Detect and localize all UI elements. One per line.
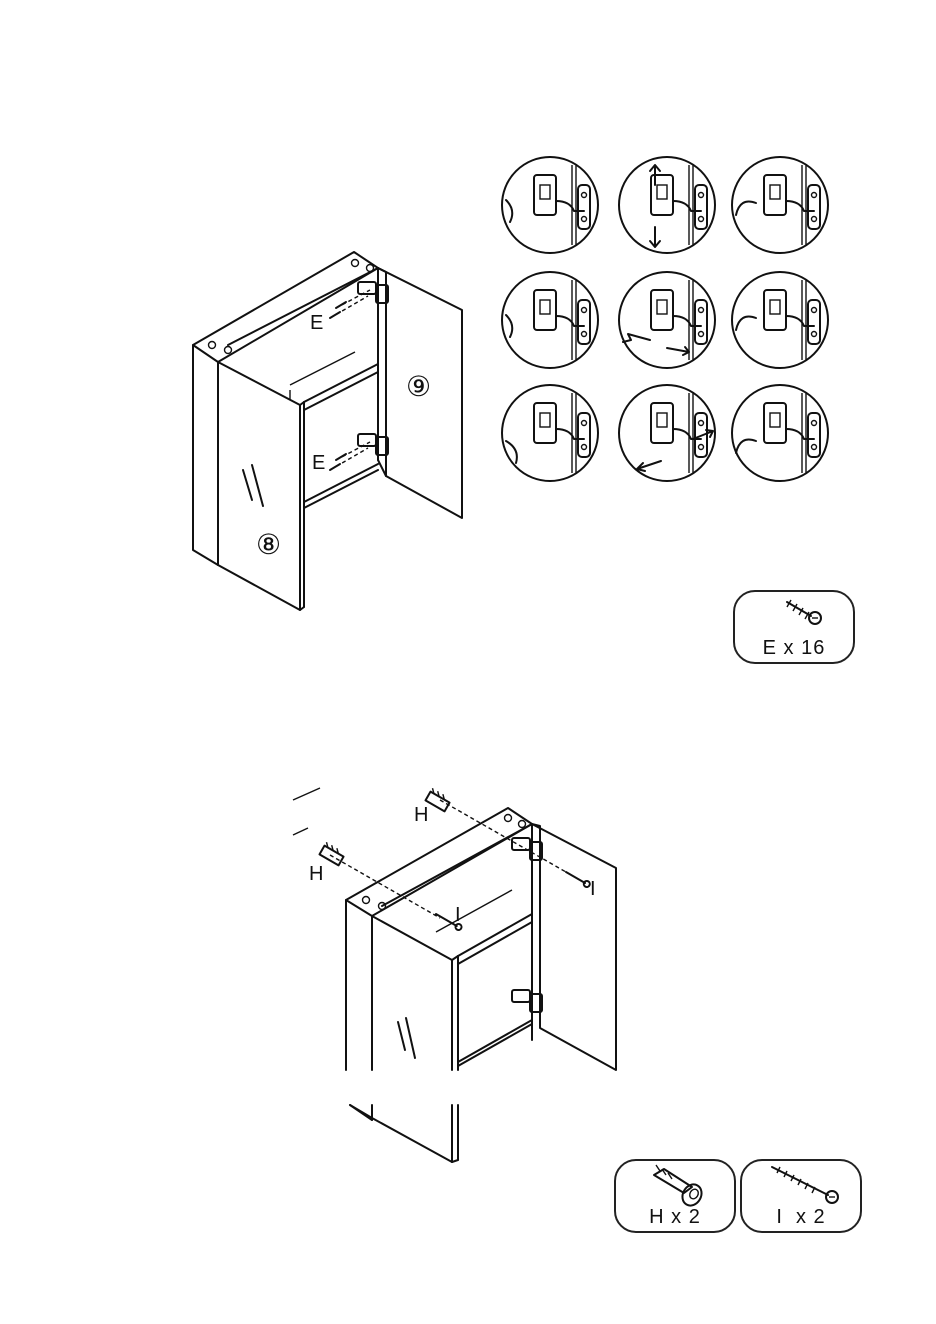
cabinet-wall-mount-drawing xyxy=(0,760,936,1180)
anchor-label-left: H xyxy=(309,863,323,886)
screw-label-right: I xyxy=(590,878,596,901)
part-box-i: I x 2 xyxy=(740,1159,862,1233)
screw-label-inside: I xyxy=(455,904,461,927)
hinge-adjustment-icon xyxy=(495,150,840,490)
part-box-i-label: I x 2 xyxy=(742,1206,860,1229)
part-box-e-label: E x 16 xyxy=(735,637,853,660)
door-number-left: ⑧ xyxy=(256,528,281,561)
hinge-adjustment-grid xyxy=(495,150,840,490)
step2-illustration: H H I I xyxy=(0,760,936,1180)
part-box-e: E x 16 xyxy=(733,590,855,664)
screw-label-top: E xyxy=(310,312,323,335)
screw-label-bottom: E xyxy=(312,452,325,475)
door-number-right: ⑨ xyxy=(406,370,431,403)
part-box-h-label: H x 2 xyxy=(616,1206,734,1229)
part-box-h: H x 2 xyxy=(614,1159,736,1233)
anchor-label-top: H xyxy=(414,804,428,827)
